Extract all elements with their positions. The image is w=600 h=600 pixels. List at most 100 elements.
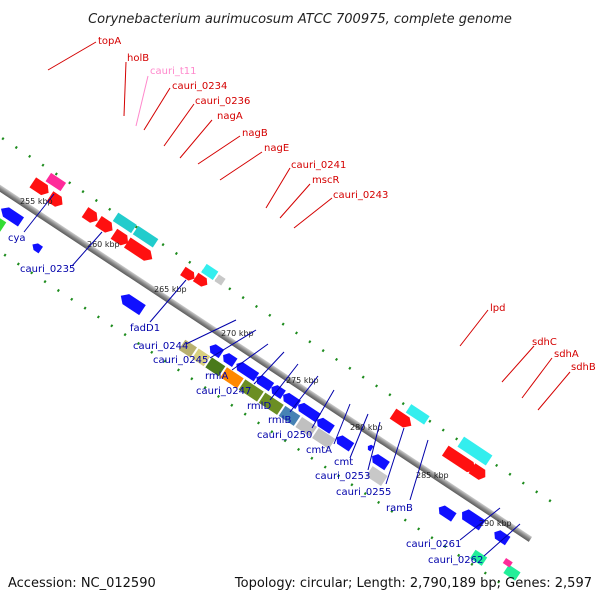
- gene-feature[interactable]: [436, 503, 457, 522]
- gene-label-nagA[interactable]: nagA: [217, 111, 243, 122]
- genome-summary-text: Topology: circular; Length: 2,790,189 bp…: [234, 576, 592, 591]
- gene-sdhC-feature[interactable]: [457, 436, 493, 466]
- gene-label-sdhC[interactable]: sdhC: [532, 337, 557, 348]
- gene-fadD1-feature[interactable]: [117, 291, 146, 316]
- gene-label-ramB[interactable]: ramB: [386, 503, 413, 514]
- gene-cauri_0261-feature[interactable]: [470, 549, 488, 566]
- gene-feature[interactable]: [220, 351, 238, 367]
- forward-gene-labels: topA holB cauri_t11 cauri_0234 cauri_023…: [98, 36, 596, 373]
- gene-feature[interactable]: [389, 408, 415, 431]
- gene-cauri_0262-feature[interactable]: [503, 564, 521, 581]
- gene-label-nagE[interactable]: nagE: [264, 143, 289, 154]
- gene-cauri_0255-feature[interactable]: [334, 433, 355, 452]
- gene-label-sdhA[interactable]: sdhA: [554, 349, 579, 360]
- reverse-strand-features: [0, 204, 521, 581]
- gene-label-cmtA[interactable]: cmtA: [306, 445, 332, 456]
- gene-label-cauri_0261[interactable]: cauri_0261: [406, 539, 461, 550]
- gene-feature[interactable]: [207, 342, 225, 359]
- tick-label: 270 kbp: [221, 329, 254, 338]
- gene-nagE-feature[interactable]: [123, 237, 156, 265]
- gene-feature[interactable]: [492, 528, 511, 546]
- gene-cmt-feature[interactable]: [312, 428, 336, 450]
- genome-backbone: [0, 117, 533, 542]
- gene-feature[interactable]: [366, 444, 374, 452]
- gene-label-cya[interactable]: cya: [8, 233, 26, 244]
- tick-label: 260 kbp: [87, 240, 120, 249]
- gene-feature[interactable]: [295, 401, 321, 423]
- gene-label-rmlB[interactable]: rmlB: [268, 415, 291, 426]
- gene-lpd-feature[interactable]: [405, 404, 430, 425]
- tick-label: 255 kbp: [20, 197, 53, 206]
- gene-label-cauri_0243[interactable]: cauri_0243: [333, 190, 388, 201]
- gene-feature[interactable]: [180, 266, 197, 283]
- gene-label-cauri_0250[interactable]: cauri_0250: [257, 430, 312, 441]
- gene-label-rmlD[interactable]: rmlD: [247, 401, 271, 412]
- gene-label-cauri_0244[interactable]: cauri_0244: [133, 341, 188, 352]
- gene-feature[interactable]: [0, 204, 25, 227]
- forward-callout-lines: [47, 41, 571, 411]
- tick-label: 280 kbp: [350, 423, 383, 432]
- gene-feature[interactable]: [234, 360, 260, 382]
- gene-label-cauri_0245[interactable]: cauri_0245: [153, 355, 208, 366]
- gene-label-cauri_0241[interactable]: cauri_0241: [291, 160, 346, 171]
- accession-text: Accession: NC_012590: [8, 576, 156, 591]
- gene-feature[interactable]: [110, 228, 132, 248]
- gene-holB-feature[interactable]: [45, 172, 67, 192]
- gene-label-topA[interactable]: topA: [98, 36, 121, 47]
- gene-label-cauri_0247[interactable]: cauri_0247: [196, 386, 251, 397]
- gene-rmlA-feature[interactable]: [205, 357, 226, 377]
- gene-label-cauri_0253[interactable]: cauri_0253: [315, 471, 370, 482]
- gene-label-cauri_t11[interactable]: cauri_t11: [150, 66, 197, 77]
- gene-feature[interactable]: [269, 383, 286, 400]
- gene-feature[interactable]: [81, 207, 101, 225]
- gene-label-rmlA[interactable]: rmlA: [205, 371, 228, 382]
- gene-feature[interactable]: [369, 452, 390, 471]
- gene-feature[interactable]: [502, 558, 513, 568]
- gene-cauri_0247-feature[interactable]: [220, 367, 244, 389]
- gene-label-cauri_0262[interactable]: cauri_0262: [428, 555, 483, 566]
- tick-label: 290 kbp: [479, 519, 512, 528]
- reverse-callout-lines: [23, 193, 521, 557]
- gene-nagA-feature[interactable]: [112, 212, 137, 234]
- tick-label: 275 kbp: [286, 376, 319, 385]
- gene-label-sdhB[interactable]: sdhB: [571, 362, 596, 373]
- gene-label-cauri_0255[interactable]: cauri_0255: [336, 487, 391, 498]
- gene-label-cauri_0236[interactable]: cauri_0236: [195, 96, 250, 107]
- tick-label: 265 kbp: [154, 285, 187, 294]
- gene-feature[interactable]: [30, 241, 43, 254]
- gene-feature[interactable]: [29, 177, 51, 197]
- gene-feature[interactable]: [95, 215, 116, 235]
- tick-label: 285 kbp: [416, 471, 449, 480]
- gene-cmtA-feature[interactable]: [295, 416, 318, 437]
- gene-feature[interactable]: [46, 191, 66, 209]
- gene-label-holB[interactable]: holB: [127, 53, 149, 64]
- gene-label-lpd[interactable]: lpd: [490, 303, 505, 314]
- gene-rmlB-feature[interactable]: [258, 392, 284, 415]
- gene-cauri_0241-feature[interactable]: [201, 263, 219, 280]
- gene-feature[interactable]: [254, 373, 275, 392]
- gene-label-cauri_0234[interactable]: cauri_0234: [172, 81, 227, 92]
- gene-sdhA-feature[interactable]: [441, 445, 479, 476]
- gene-cauri_0244-feature[interactable]: [178, 339, 197, 358]
- reverse-gene-labels: cya cauri_0235 fadD1 cauri_0244 cauri_02…: [8, 233, 483, 566]
- gene-feature[interactable]: [280, 391, 301, 409]
- tick-labels: 255 kbp 260 kbp 265 kbp 270 kbp 275 kbp …: [20, 197, 512, 528]
- gene-label-mscR[interactable]: mscR: [312, 175, 339, 186]
- gene-label-cmt[interactable]: cmt: [334, 457, 353, 468]
- gene-rmlD-feature[interactable]: [238, 379, 264, 402]
- gene-label-nagB[interactable]: nagB: [242, 128, 268, 139]
- gene-nagB-feature[interactable]: [132, 225, 159, 248]
- gene-sdhB-feature[interactable]: [468, 463, 489, 482]
- gene-cauri_0250-feature[interactable]: [278, 405, 301, 426]
- gene-feature[interactable]: [192, 272, 210, 289]
- gene-ramB-feature[interactable]: [366, 466, 388, 487]
- gene-label-cauri_0235[interactable]: cauri_0235: [20, 264, 75, 275]
- gene-feature[interactable]: [459, 507, 486, 531]
- gene-cauri_0253-feature[interactable]: [314, 416, 335, 434]
- gene-feature[interactable]: [214, 274, 226, 286]
- map-title: Corynebacterium aurimucosum ATCC 700975,…: [88, 12, 512, 27]
- gene-label-fadD1[interactable]: fadD1: [130, 323, 160, 334]
- gene-cauri_0245-feature[interactable]: [192, 348, 211, 367]
- forward-strand-features: [29, 172, 493, 482]
